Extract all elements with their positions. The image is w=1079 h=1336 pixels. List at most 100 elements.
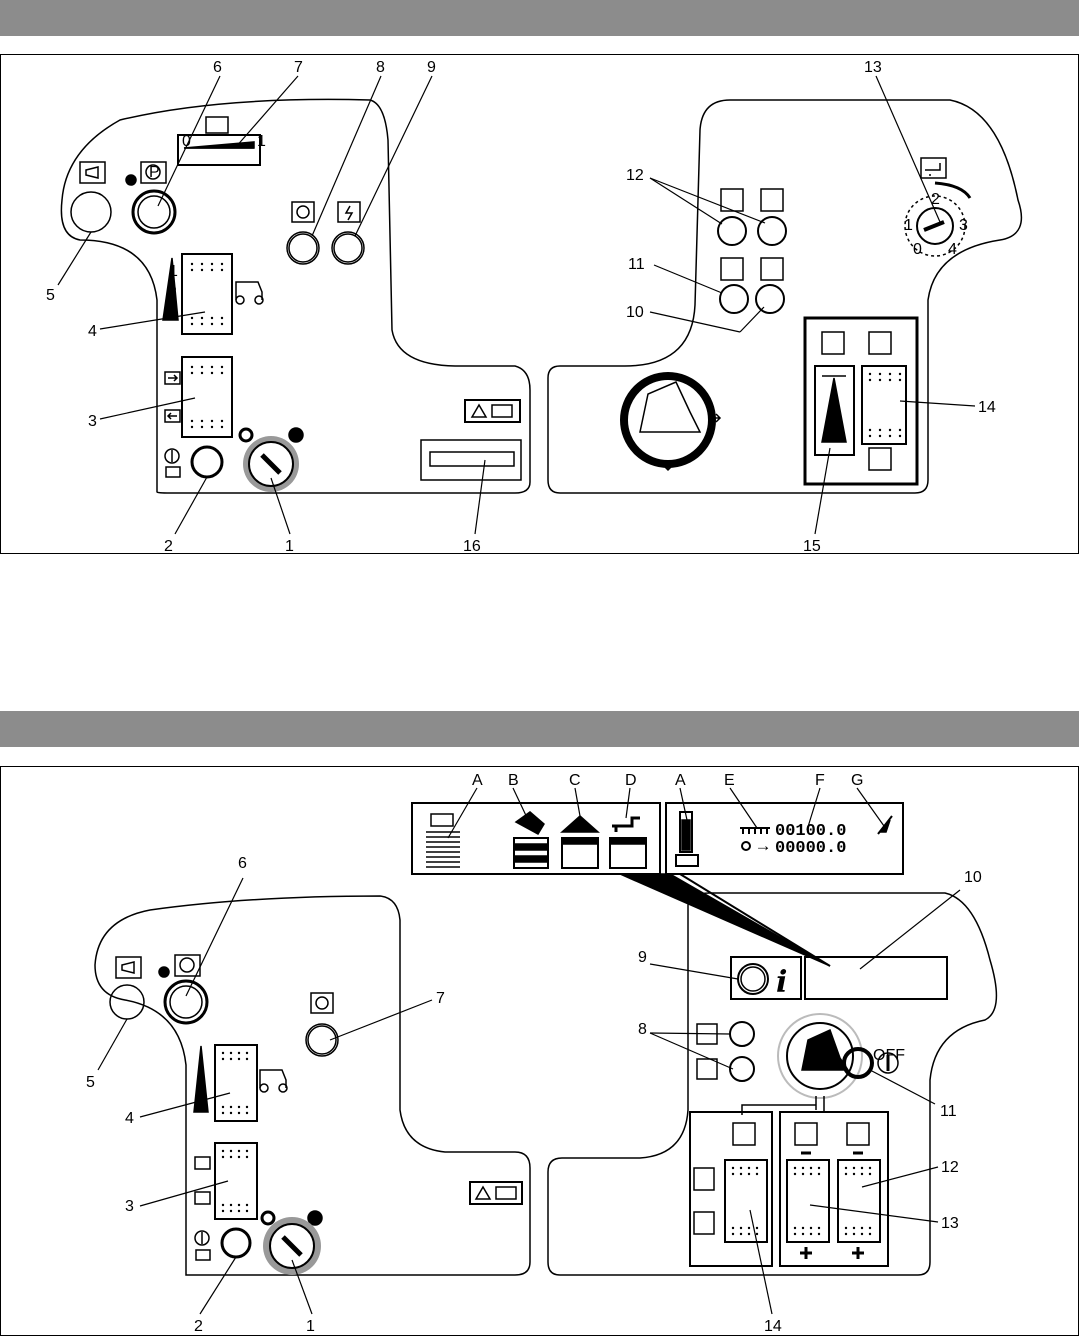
key-on-indicator bbox=[288, 427, 304, 443]
range-3-label: 3 bbox=[168, 304, 177, 321]
callout-8: 8 bbox=[638, 1021, 647, 1038]
callout-8: 8 bbox=[376, 59, 385, 76]
counter-drive-hours: 00000.0 bbox=[775, 839, 846, 858]
warning-read-manual-icon bbox=[469, 1181, 523, 1205]
reverse-icon bbox=[164, 409, 181, 423]
callout-10: 10 bbox=[964, 869, 982, 886]
callout-9: 9 bbox=[427, 59, 436, 76]
speed-rocker-switch bbox=[214, 1044, 258, 1122]
squeegee-down-icon bbox=[868, 447, 892, 471]
mode-button bbox=[190, 445, 224, 479]
info-button bbox=[737, 963, 769, 995]
squeegee-level-indicator bbox=[814, 365, 855, 456]
callout-2: 2 bbox=[164, 538, 173, 555]
speed-rocker-switch bbox=[181, 253, 233, 335]
callout-12: 12 bbox=[626, 167, 644, 184]
callout-F: F bbox=[815, 772, 825, 789]
section-header-bar-top bbox=[0, 0, 1079, 36]
callout-11: 11 bbox=[940, 1103, 957, 1120]
squeegee-icon bbox=[732, 1122, 756, 1146]
nameplate bbox=[420, 439, 522, 481]
callout-4: 4 bbox=[125, 1110, 134, 1127]
callout-A-left: A bbox=[472, 772, 483, 789]
callout-A-right: A bbox=[675, 772, 686, 789]
machine-status-ring bbox=[620, 372, 716, 468]
right-panel-outline bbox=[547, 99, 1023, 494]
mode-button bbox=[220, 1227, 252, 1259]
horn-button bbox=[109, 984, 145, 1020]
vehicle-icon bbox=[259, 1069, 287, 1088]
callout-11: 11 bbox=[628, 256, 645, 273]
leader-lines-bottom bbox=[97, 787, 961, 1315]
brush-water-control-box bbox=[779, 1111, 889, 1267]
brush-pressure-rocker bbox=[786, 1159, 830, 1243]
display-pointer-wedge bbox=[619, 873, 831, 967]
callout-14: 14 bbox=[978, 399, 996, 416]
horn-icon bbox=[79, 161, 106, 184]
callout-13: 13 bbox=[941, 1215, 959, 1232]
callout-16: 16 bbox=[463, 538, 481, 555]
squeegee-icon bbox=[720, 257, 744, 281]
horn-icon bbox=[115, 956, 142, 979]
battery-gauge bbox=[177, 134, 261, 166]
reverse-icon bbox=[194, 1191, 211, 1205]
callout-B: B bbox=[508, 772, 519, 789]
squeegee-control-box bbox=[803, 316, 919, 486]
parking-brake-icon bbox=[174, 954, 201, 977]
status-display-window bbox=[411, 802, 661, 875]
dial-label-2: 2 bbox=[931, 191, 940, 208]
callout-6: 6 bbox=[238, 855, 247, 872]
brush-pressure-button-1 bbox=[717, 216, 747, 246]
lcd-display-window bbox=[665, 802, 904, 875]
water-symbol bbox=[612, 816, 640, 832]
brush-pressure-icon bbox=[794, 1122, 818, 1146]
brush-button bbox=[305, 1023, 339, 1057]
warning-read-manual-icon bbox=[464, 399, 521, 423]
info-icon: i bbox=[776, 965, 787, 1000]
svg-text:P: P bbox=[149, 164, 160, 181]
squeegee-up-icon bbox=[868, 331, 892, 355]
callout-C: C bbox=[569, 772, 581, 789]
brush-pressure-icon-1 bbox=[720, 188, 744, 212]
parking-indicator-led bbox=[125, 174, 137, 186]
callout-1: 1 bbox=[306, 1318, 315, 1335]
callout-7: 7 bbox=[436, 990, 445, 1007]
key-off-indicator bbox=[238, 427, 254, 443]
parking-brake-button bbox=[131, 189, 177, 235]
rocker-dots bbox=[190, 262, 224, 326]
leader-lines-top bbox=[57, 75, 976, 535]
parking-brake-icon bbox=[140, 161, 167, 184]
squeegee-button bbox=[719, 284, 749, 314]
mode-icon bbox=[164, 448, 180, 464]
brush-hours-icon bbox=[740, 827, 770, 834]
range-1-label: 1 bbox=[169, 263, 178, 280]
direction-rocker-switch bbox=[181, 356, 233, 438]
callout-7: 7 bbox=[294, 59, 303, 76]
horn-button bbox=[70, 191, 112, 233]
brush-pressure-icon-2 bbox=[760, 188, 784, 212]
parking-brake-button bbox=[163, 979, 209, 1025]
machine-icon bbox=[639, 381, 702, 433]
gauge-one-label: 1 bbox=[257, 133, 266, 150]
speed-range-indicator bbox=[193, 1045, 209, 1113]
callout-14: 14 bbox=[764, 1318, 782, 1335]
arrow-symbol: → bbox=[758, 838, 769, 857]
callout-D: D bbox=[625, 772, 637, 789]
callout-5: 5 bbox=[86, 1074, 95, 1091]
section-header-bar-bottom bbox=[0, 711, 1079, 747]
brush-pressure-button-2 bbox=[757, 216, 787, 246]
callout-6: 6 bbox=[213, 59, 222, 76]
power-icon bbox=[337, 201, 361, 223]
gauge-zero-label: 0 bbox=[182, 133, 191, 150]
water-button bbox=[755, 284, 785, 314]
key-off-indicator bbox=[260, 1210, 276, 1226]
water-flow-dial bbox=[916, 207, 954, 245]
water-flow-rocker bbox=[837, 1159, 881, 1243]
water-tap-icon bbox=[920, 157, 947, 179]
battery-icon bbox=[205, 116, 229, 134]
squeegee-down-icon bbox=[693, 1211, 715, 1235]
water-flow-icon bbox=[846, 1122, 870, 1146]
direction-rocker-switch bbox=[214, 1142, 258, 1220]
battery-symbol bbox=[430, 813, 454, 827]
